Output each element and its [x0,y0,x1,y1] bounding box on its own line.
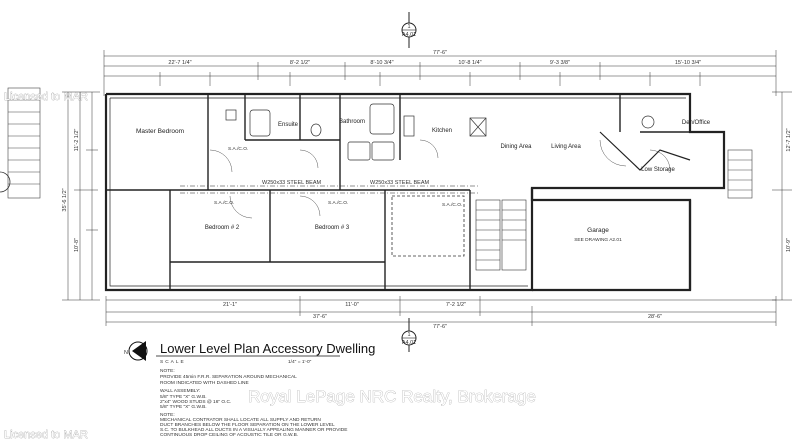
dim-bottom-overall: 77'-6" [433,324,447,330]
section-ref-bottom: 1 [407,332,410,338]
steel-beams [180,185,480,194]
beam-label-left: W250x33 STEEL BEAM [262,180,322,186]
bottom-dimensions [105,296,777,326]
section-marker-top: 1 A4.01 [401,12,417,48]
section-sheet: A4.01 [402,32,416,38]
beam-label-right: W250x33 STEEL BEAM [370,180,430,186]
wall-1: 5/8" TYPE "X" G.W.B. [160,394,207,400]
dim-right-2: 10'-9" [786,238,792,252]
plan-title: Lower Level Plan Accessory Dwelling [160,341,375,356]
room-bathroom: Bathroom [339,119,365,125]
room-living-area: Living Area [551,144,581,150]
dim-right-1: 12'-7 1/2" [786,128,792,151]
stairs [475,199,527,271]
fixtures [225,103,655,161]
section-sheet-bottom: A4.01 [402,340,416,346]
room-bedroom-2: Bedroom # 2 [205,225,240,231]
right-dimensions [772,91,792,301]
scale-label: SCALE [160,359,186,365]
dim-left-1: 11'-2 1/2" [74,129,80,152]
dim-bottom-1: 21'-1" [223,302,237,308]
watermark-brokerage: Royal LePage NRC Realty, Brokerage [248,387,536,406]
watermark-side: Licensed to MAR [4,91,88,103]
note-2: ROOM INDICATED WITH DASHED LINE [160,380,249,386]
sa-co-label-1: S.A./C.O. [228,146,248,152]
north-letter: N [124,350,128,356]
wall-2: 2"x4" WOOD STUDS @ 16" O.C. [160,399,231,405]
wall-head: WALL ASSEMBLY: [160,388,200,394]
left-dimensions [62,91,100,301]
exterior-walls [104,92,726,292]
room-master-bedroom: Master Bedroom [136,128,184,135]
dim-top-3: 8'-10 3/4" [370,60,393,66]
dim-left-2: 10'-8" [74,238,80,252]
note-head: NOTE: [160,368,175,374]
sa-co-label-4: S.A./C.O. [442,202,462,208]
dim-top-2: 8'-2 1/2" [290,60,310,66]
top-dimensions [103,50,777,96]
dim-left-overall: 35'-6 1/2" [62,188,68,211]
room-bedroom-3: Bedroom # 3 [315,225,350,231]
note-1: PROVIDE 45min F.R.R. SEPARATION AROUND M… [160,374,297,380]
angled-walls [599,131,691,171]
left-section-marker [0,171,11,193]
wall-3: 5/8" TYPE "X" G.W.B. [160,404,207,410]
north-arrow-icon [132,341,146,361]
section-ref: 1 [407,24,410,30]
exterior-walls-inner [109,97,686,287]
dim-bottom-overall-left: 37'-6" [313,314,327,320]
entry-stairs [727,149,753,199]
title-block: N Lower Level Plan Accessory Dwelling SC… [124,341,375,365]
dim-top-1: 22'-7 1/4" [168,60,191,66]
notes-block: NOTE: PROVIDE 45min F.R.R. SEPARATION AR… [160,368,347,438]
interior-walls [106,94,690,290]
mech-2: DUCT BRANCHES BELOW THE FLOOR SEPARATION… [160,422,335,428]
left-deck [7,87,41,199]
watermark-license: Licensed to MAR [4,429,88,441]
room-kitchen: Kitchen [432,128,452,134]
section-marker-bottom: 1 A4.01 [401,318,417,352]
room-garage: Garage [587,227,609,234]
mech-head: NOTE: [160,412,175,418]
dim-top-6: 15'-10 3/4" [675,60,701,66]
sa-co-label-2: S.A./C.O. [214,200,234,206]
mech-4: CONTINUOUS DROP CEILING OF ACOUSTIC TILE… [160,432,298,438]
mech-3: S.C. TO BULKHEAD ALL DUCTS IN A VISUALLY… [160,427,347,433]
mech-1: MECHANICAL CONTRATOR SHALL LOCATE ALL SU… [160,417,321,423]
dim-bottom-overall-right: 28'-6" [648,314,662,320]
room-den-office: Den/Office [682,120,711,126]
dim-bottom-3: 7'-2 1/2" [446,302,466,308]
dim-top-5: 9'-3 3/8" [550,60,570,66]
door-swings [209,139,671,219]
dim-top-overall: 77'-6" [433,50,447,56]
room-dining-area: Dining Area [500,144,532,150]
garage-note: SEE DRAWING A2.01 [574,237,622,243]
room-ensuite: Ensuite [278,122,299,128]
room-low-storage: Low Storage [641,167,675,173]
mechanical-room-dashed [391,195,465,257]
scale-value: 1/4" = 1'-0" [288,359,312,365]
dim-bottom-2: 11'-0" [345,302,359,308]
sa-co-label-3: S.A./C.O. [328,200,348,206]
dim-top-4: 10'-8 1/4" [458,60,481,66]
